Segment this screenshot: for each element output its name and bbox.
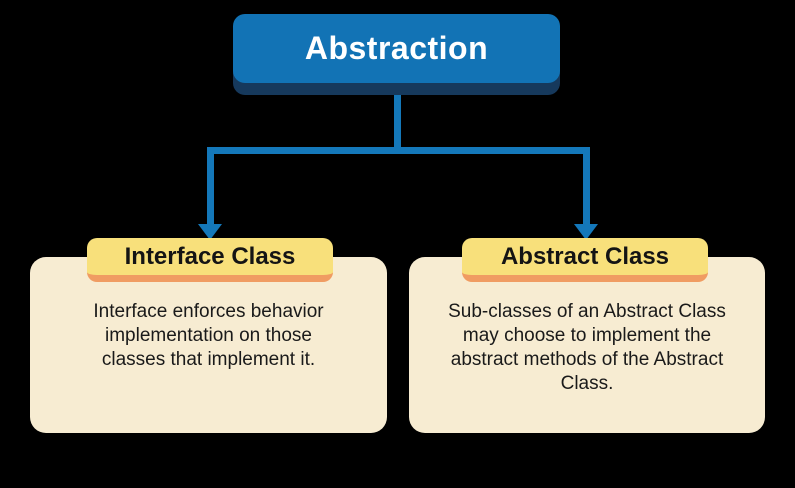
card-abstract-class-description: Sub-classes of an Abstract Class may cho… [409, 300, 765, 396]
card-abstract-class-description-text: Sub-classes of an Abstract Class may cho… [448, 301, 726, 394]
connector-horizontal-bar [207, 147, 590, 154]
card-interface-class-title: Interface Class [124, 242, 296, 270]
card-abstract-class-title: Abstract Class [500, 242, 670, 270]
card-abstract-class-body [409, 257, 765, 433]
card-interface-class-header: Interface Class [87, 238, 333, 282]
card-interface-class-body [30, 257, 387, 433]
card-interface-class-description: Interface enforces behavior implementati… [30, 300, 387, 372]
root-node-abstraction: Abstraction [233, 14, 560, 83]
connector-stem [394, 90, 401, 150]
card-interface-class-description-text: Interface enforces behavior implementati… [93, 301, 324, 370]
arrow-down-icon-left [198, 224, 222, 240]
connector-drop-left [207, 150, 214, 226]
card-abstract-class-header: Abstract Class [462, 238, 708, 282]
arrow-down-icon-right [574, 224, 598, 240]
connector-drop-right [583, 150, 590, 226]
root-node-label: Abstraction [304, 30, 489, 66]
